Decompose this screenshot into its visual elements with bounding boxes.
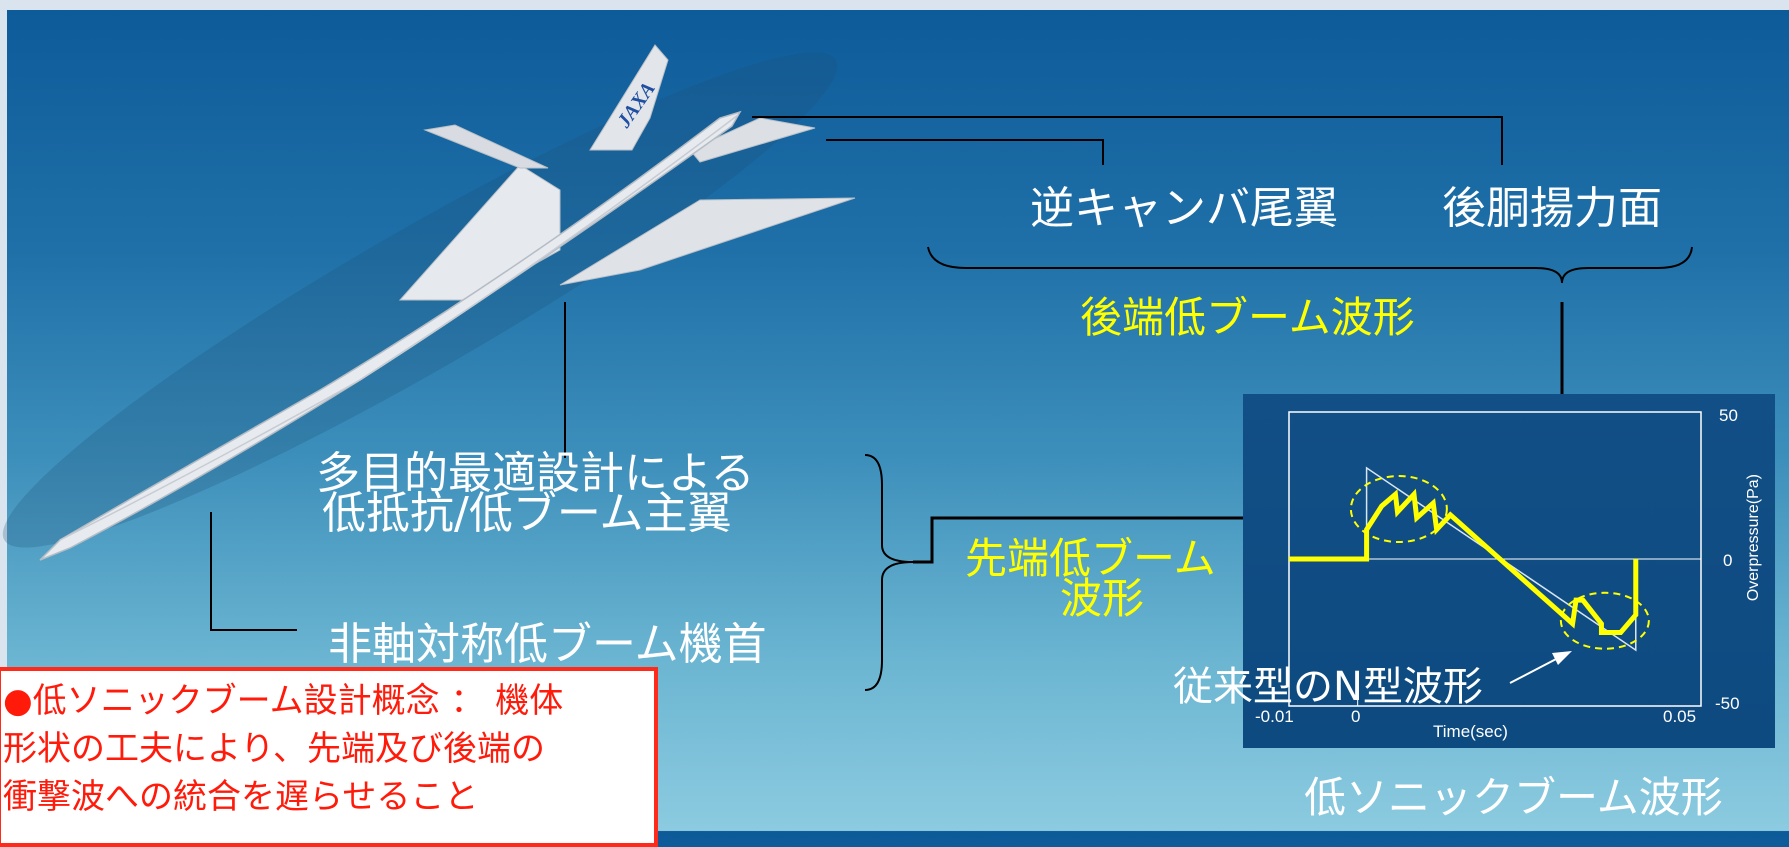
- y-tick-bottom: -50: [1715, 694, 1740, 713]
- rear-wave-highlight: [1559, 591, 1650, 650]
- aircraft-tail-plane: [689, 117, 816, 163]
- label-front-wave-2: 波形: [1060, 574, 1145, 623]
- label-rear-lift: 後胴揚力面: [1442, 183, 1662, 234]
- leader-nose: [210, 512, 297, 631]
- left-frame: [0, 0, 7, 831]
- label-main-wing-1: 多目的最適設計による: [316, 448, 755, 499]
- waveform-plot-panel: Time(sec) -0.01 0 0.05 50 0 -50 Overpres…: [1243, 394, 1775, 748]
- label-n-wave: 従来型のN型波形: [1173, 664, 1483, 710]
- waveform-chart: [1288, 411, 1702, 707]
- leader-tail-wing: [826, 139, 1104, 165]
- brace-rear: [927, 246, 1693, 284]
- y-axis-label: Overpressure(Pa): [1745, 474, 1762, 602]
- aircraft-canard: [423, 124, 549, 169]
- concept-line-3: 衝撃波への統合を遅らせること: [3, 777, 479, 817]
- label-main-wing-2: 低抵抗/低ブーム主翼: [322, 488, 732, 539]
- leader-rear-lift: [752, 116, 1503, 165]
- aircraft-illustration: JAXA: [2, 44, 856, 561]
- y-tick-mid: 0: [1723, 551, 1733, 570]
- brace-front: [864, 454, 914, 691]
- x-tick-neg: -0.01: [1255, 707, 1294, 726]
- arrow-front-wave: [913, 516, 1322, 564]
- label-rear-wave: 後端低ブーム波形: [1080, 293, 1415, 342]
- y-tick-top: 50: [1719, 406, 1738, 425]
- concept-line-1: ●低ソニックブーム設計概念 ： 機体: [3, 681, 564, 721]
- top-frame: [0, 0, 1789, 10]
- label-tail-wing: 逆キャンバ尾翼: [1030, 183, 1338, 234]
- concept-line-2: 形状の工夫により、先端及び後端の: [3, 729, 545, 769]
- aircraft-vertical-fin: [589, 44, 669, 151]
- label-waveform-caption: 低ソニックブーム波形: [1304, 773, 1723, 822]
- x-tick-zero: 0: [1351, 707, 1361, 726]
- label-nose: 非軸対称低ブーム機首: [328, 619, 767, 670]
- x-tick-end: 0.05: [1663, 707, 1697, 726]
- label-front-wave-1: 先端低ブーム: [965, 534, 1216, 583]
- front-wave-highlight: [1349, 475, 1448, 544]
- x-axis-label: Time(sec): [1433, 722, 1508, 741]
- low-boom-series: [1289, 488, 1639, 635]
- concept-box: ●低ソニックブーム設計概念 ： 機体 形状の工夫により、先端及び後端の 衝撃波へ…: [0, 667, 658, 847]
- aircraft-rear-wing: [559, 197, 856, 286]
